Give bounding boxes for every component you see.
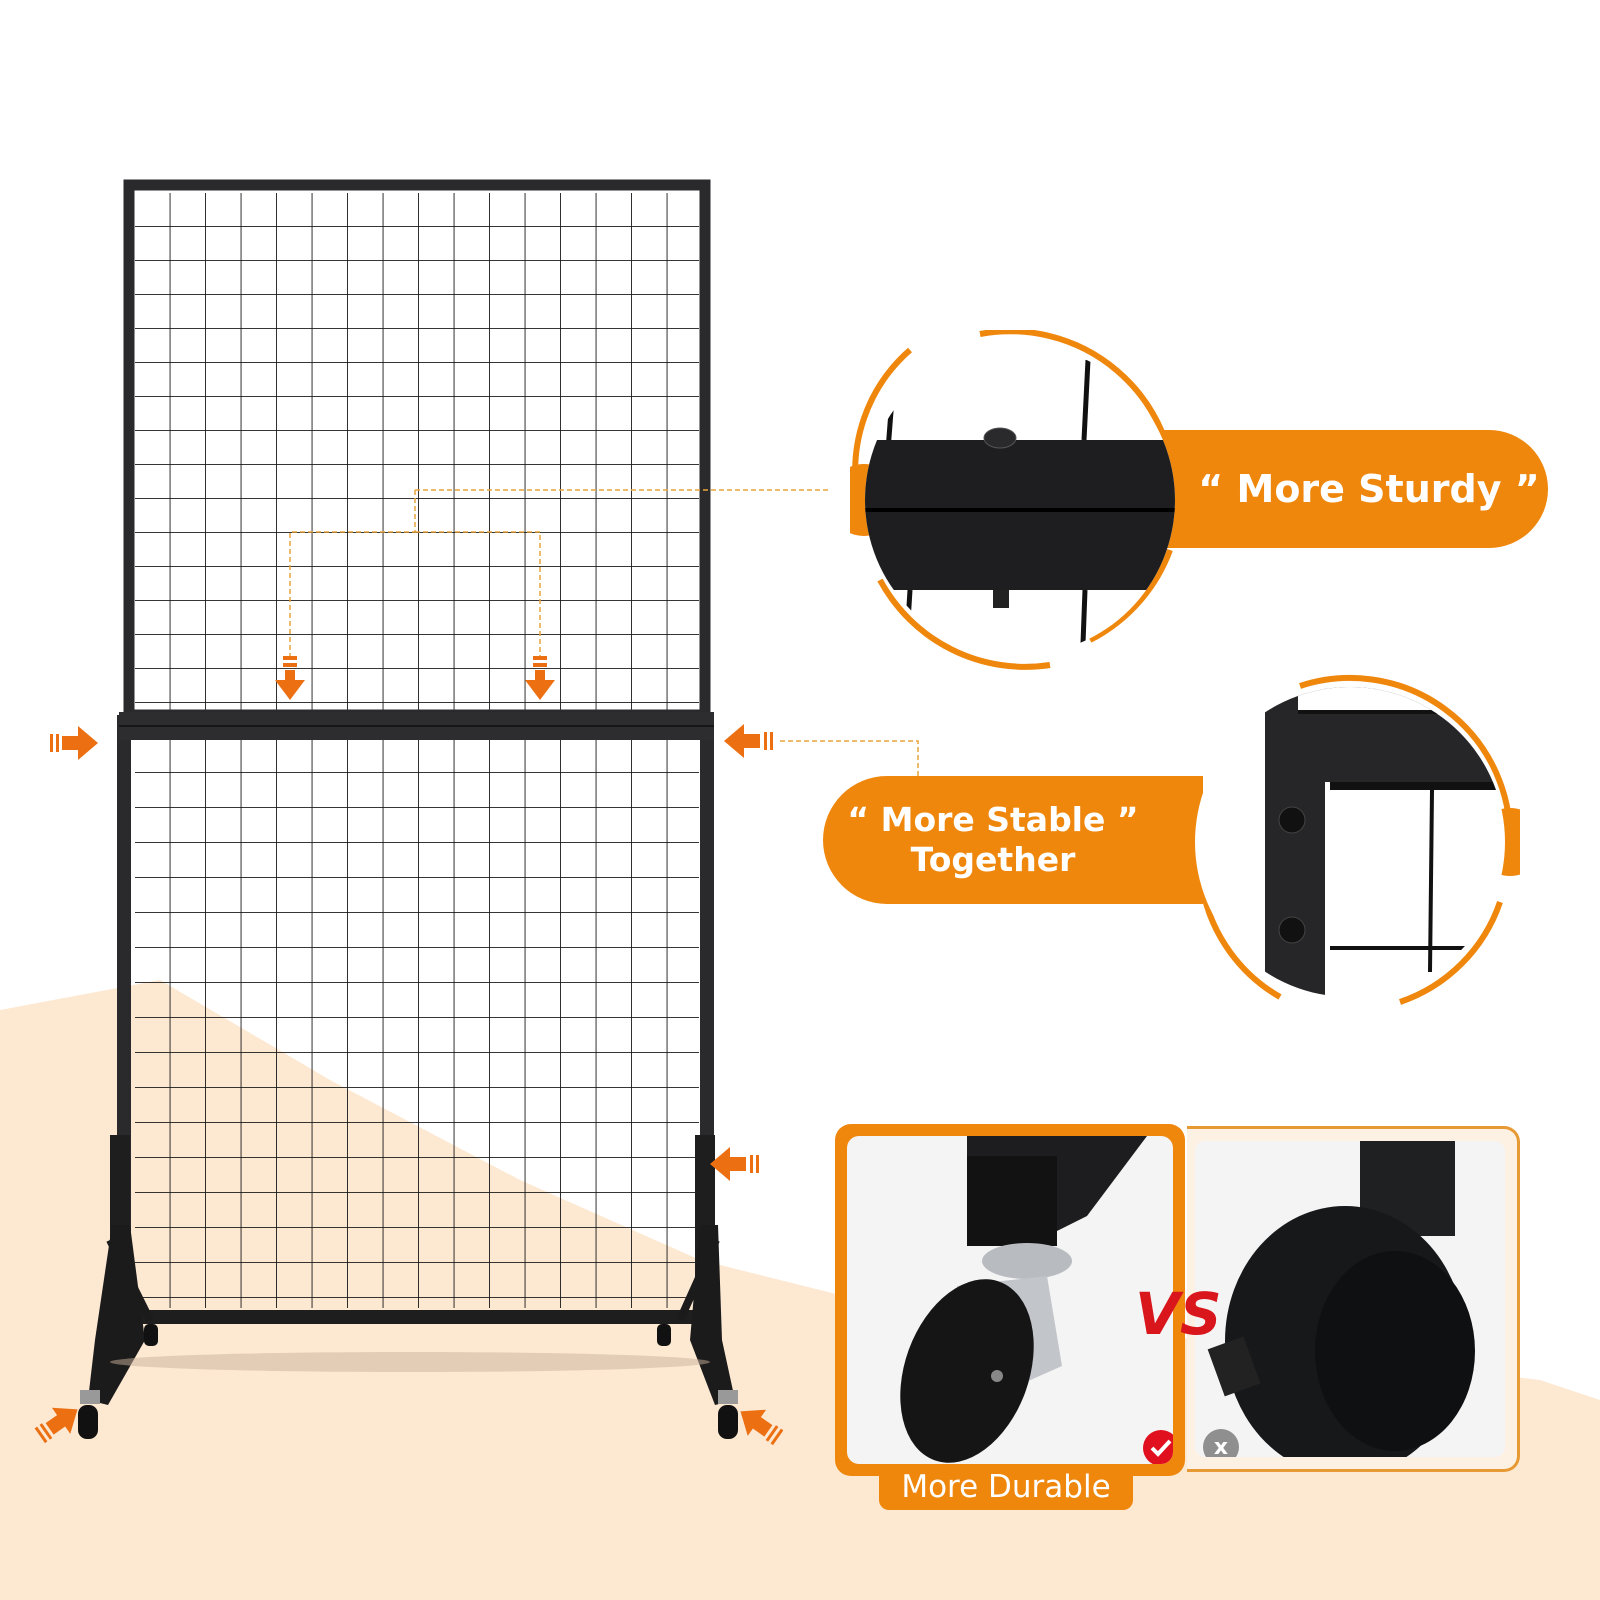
svg-text:VS: VS [1135,1280,1222,1348]
caster-wheel-bad [1207,1141,1475,1457]
gridwall-stand [78,179,738,1439]
panel-bad-caster: x [1187,1126,1520,1472]
callout-more-sturdy: “ More Sturdy ” [1150,430,1548,548]
callout-sturdy-text: More Sturdy [1236,467,1502,511]
callout-more-stable: “ More Stable ” Together [823,776,1203,904]
callout-more-durable: More Durable [879,1464,1133,1510]
callout-stable-line2: Together [910,840,1076,879]
caster-right [718,1390,738,1439]
caster-left [78,1390,100,1439]
callout-stable-line1: “ More Stable ” [847,800,1139,839]
caster-comparison: x VS More Durable [835,1124,1535,1510]
vs-icon: VS [1135,1280,1222,1348]
detail-circle-corner [1195,674,1520,1005]
caster-wheel-good [900,1136,1147,1463]
quote-open: “ [1198,467,1224,511]
quote-close: ” [1514,467,1540,511]
x-icon: x [1203,1429,1239,1457]
panel-good-caster [835,1124,1185,1476]
detail-circle-crossbar [850,330,1179,670]
check-icon [1143,1430,1173,1464]
